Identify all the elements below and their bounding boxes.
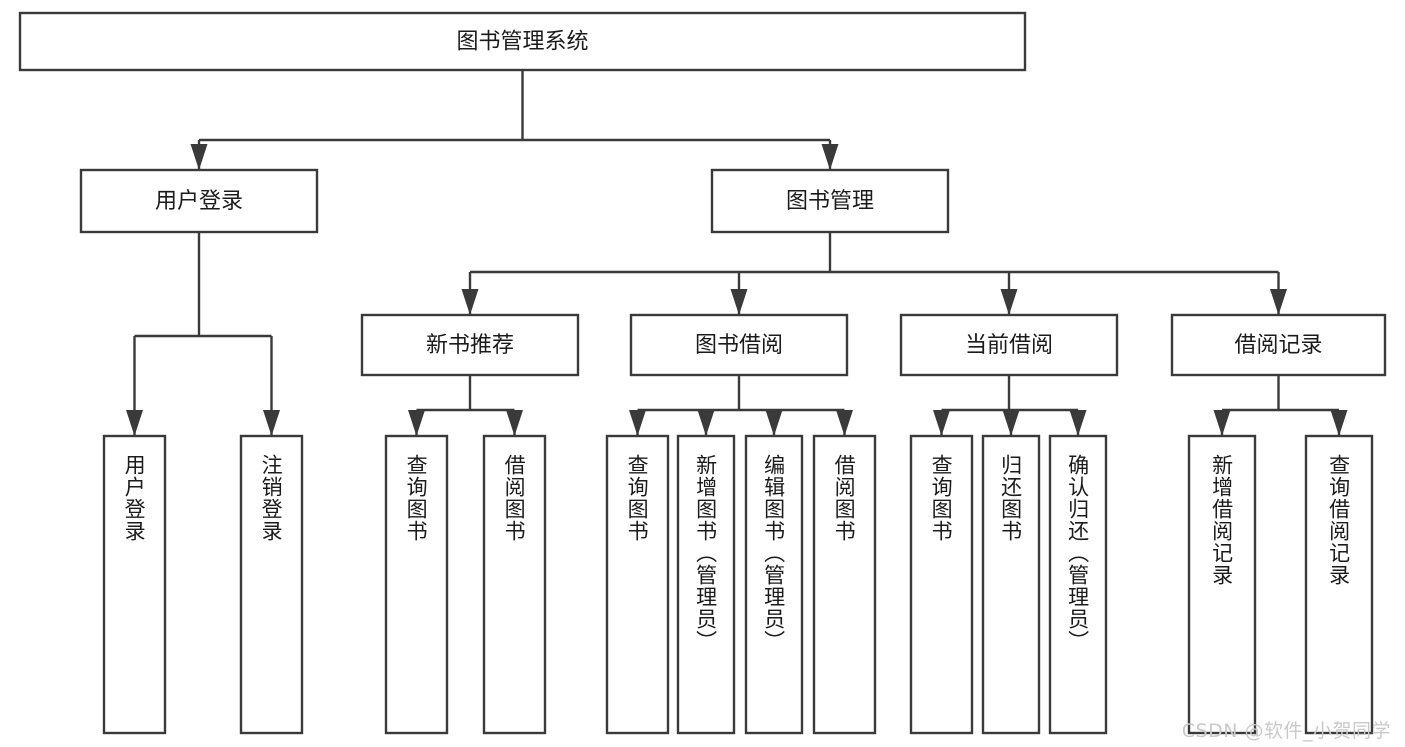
node-current-borrow-box[interactable] [899,313,1119,377]
arrow-head-icon [263,410,280,436]
boxes-layer [18,11,1387,735]
arrow-head-icon [461,289,479,315]
arrow-head-icon [933,410,950,436]
arrow-head-icon [1000,289,1018,315]
node-title-box[interactable] [18,11,1027,72]
arrow-head-icon [836,410,853,436]
arrow-head-icon [1002,410,1020,436]
node-new-book-recommend-box[interactable] [360,313,580,377]
node-leaf-logout-box[interactable] [239,434,304,735]
node-borrow-record-label: 借阅记录 [1234,333,1322,358]
arrow-head-icon [506,410,523,436]
node-borrow-record-box[interactable] [1170,313,1387,377]
node-leaf-borrow-book-1-box[interactable] [482,434,547,735]
arrow-head-icon [765,410,783,436]
node-user-login-box[interactable] [79,168,319,234]
node-leaf-borrow-book-2-box[interactable] [812,434,877,735]
node-new-book-recommend-label: 新书推荐 [426,333,514,358]
node-book-borrow-label: 图书借阅 [695,333,783,358]
arrow-head-icon [697,410,715,436]
arrow-head-icon [190,144,208,170]
node-book-borrow-box[interactable] [629,313,849,377]
node-leaf-query-book-3-box[interactable] [909,434,974,735]
arrow-head-icon [629,410,646,436]
node-leaf-add-record-box[interactable] [1187,434,1257,735]
arrow-head-icon [1213,410,1231,436]
arrow-head-icon [730,289,748,315]
connectors-layer [126,70,1348,436]
node-current-borrow-label: 当前借阅 [965,333,1053,358]
node-title-label: 图书管理系统 [456,30,588,55]
node-user-login-label: 用户登录 [155,189,243,214]
node-leaf-query-book-1-box[interactable] [384,434,449,735]
node-leaf-query-book-2-box[interactable] [605,434,670,735]
arrow-head-icon [1270,289,1287,315]
arrow-head-icon [408,410,425,436]
node-book-management-box[interactable] [710,168,950,234]
arrow-head-icon [1330,410,1348,436]
node-leaf-return-book-box[interactable] [981,434,1041,735]
node-leaf-user-login-box[interactable] [102,434,167,735]
node-leaf-edit-book-box[interactable] [744,434,804,735]
node-leaf-confirm-return-box[interactable] [1048,434,1108,735]
arrow-head-icon [1069,410,1087,436]
node-leaf-add-book-box[interactable] [676,434,736,735]
node-book-management-label: 图书管理 [786,189,874,214]
node-leaf-query-record-box[interactable] [1304,434,1374,735]
arrow-head-icon [821,144,839,170]
watermark-text: CSDN @软件_小贺同学 [1181,720,1391,742]
arrow-head-icon [126,410,143,436]
